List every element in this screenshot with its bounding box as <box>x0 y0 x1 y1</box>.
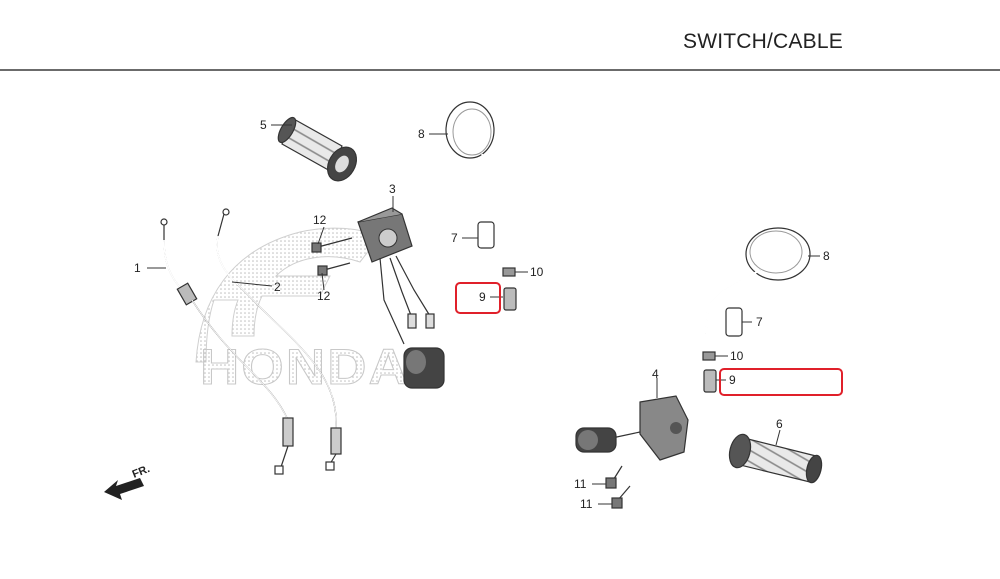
part-8-mirror-left <box>445 101 511 254</box>
part-1-throttle-cable <box>160 218 294 475</box>
callout-3: 3 <box>389 182 396 196</box>
part-10-nut-left <box>502 267 516 277</box>
callout-10-upper: 10 <box>530 265 544 279</box>
callout-7-lower: 7 <box>756 315 763 329</box>
callout-9-upper: 9 <box>479 290 486 304</box>
part-11-screws <box>605 465 631 509</box>
callout-11-lower: 11 <box>580 497 593 511</box>
part-9-adapter-right <box>703 369 717 393</box>
part-7-cover-right <box>725 307 743 337</box>
part-3-right-switch <box>357 207 445 389</box>
callout-12-lower: 12 <box>317 289 331 303</box>
part-10-nut-right <box>702 351 716 361</box>
part-9-adapter-left <box>503 287 517 311</box>
callout-12-upper: 12 <box>313 213 327 227</box>
callout-9-lower: 9 <box>729 373 736 387</box>
callout-8-upper: 8 <box>418 127 425 141</box>
part-6-left-grip <box>728 433 823 484</box>
callout-6: 6 <box>776 417 783 431</box>
part-7-cover-left <box>477 221 495 249</box>
page-title: SWITCH/CABLE <box>683 30 843 53</box>
highlight-box-lower <box>719 368 843 396</box>
part-8-mirror-right <box>705 227 811 335</box>
callout-4: 4 <box>652 367 659 381</box>
highlight-box-upper <box>455 282 501 314</box>
part-12-screws <box>311 237 353 276</box>
callout-11-upper: 11 <box>574 477 587 491</box>
part-2-throttle-cable <box>216 208 342 471</box>
part-4-left-switch <box>575 395 689 461</box>
callout-2: 2 <box>274 280 281 294</box>
direction-label: FR. <box>131 463 152 481</box>
callout-7-upper: 7 <box>451 231 458 245</box>
callout-1: 1 <box>134 261 141 275</box>
honda-wing-logo <box>195 227 381 363</box>
callout-8-lower: 8 <box>823 249 830 263</box>
part-5-throttle-grip <box>277 116 358 182</box>
front-direction-indicator: FR. <box>104 463 152 500</box>
title-divider <box>0 69 1000 71</box>
callout-numbers: 1 2 3 4 5 6 7 7 8 8 9 9 10 10 11 11 12 1… <box>134 118 830 511</box>
arrow-left-icon <box>104 478 144 500</box>
callout-10-lower: 10 <box>730 349 744 363</box>
honda-wordmark: HONDA <box>200 339 410 395</box>
honda-watermark: HONDA <box>195 227 410 396</box>
callout-5: 5 <box>260 118 267 132</box>
